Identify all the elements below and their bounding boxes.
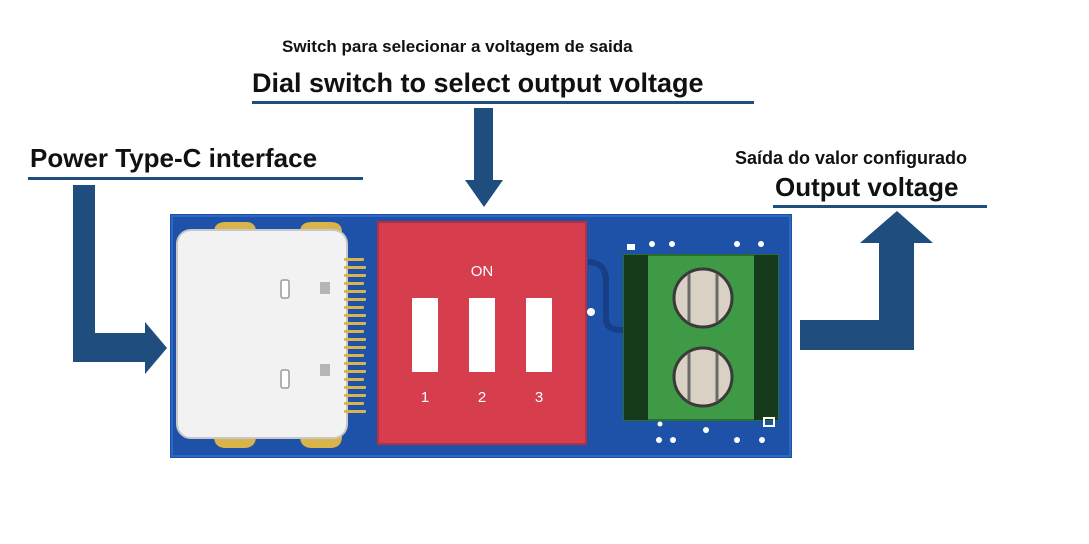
power-label: Power Type-C interface: [30, 143, 318, 173]
output-arrow: [800, 211, 933, 350]
terminal-screw-bottom: [672, 346, 734, 408]
dip-switch: [377, 221, 587, 445]
output-label-underline: [773, 205, 987, 208]
output-label-portuguese: Saída do valor configurado: [735, 148, 968, 168]
switch-label-portuguese: Switch para selecionar a voltagem de sai…: [282, 37, 633, 56]
dip-on-label: ON: [471, 263, 494, 280]
dip-position-1: 1: [421, 389, 429, 406]
output-label-english: Output voltage: [775, 172, 959, 202]
dip-position-3: 3: [535, 389, 543, 406]
output-terminal-block: [623, 254, 779, 421]
usb-type-c-connector: [176, 222, 348, 448]
power-arrow: [73, 185, 167, 374]
dip-position-2: 2: [478, 389, 486, 406]
terminal-screw-top: [672, 267, 734, 329]
power-label-underline: [28, 177, 363, 180]
pcb-vias: [627, 241, 775, 443]
type-c-pins: [344, 258, 366, 413]
switch-down-arrow: [465, 108, 503, 207]
switch-label-english: Dial switch to select output voltage: [252, 68, 704, 98]
switch-label-underline: [252, 101, 754, 104]
